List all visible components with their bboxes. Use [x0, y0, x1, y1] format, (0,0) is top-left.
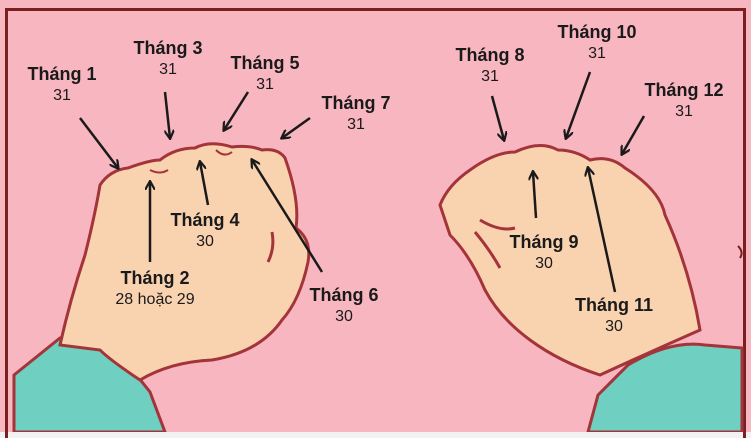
month-name: Tháng 10	[557, 22, 636, 44]
arrow-thang-5	[224, 92, 248, 130]
month-name: Tháng 9	[509, 232, 578, 254]
label-thang-12: Tháng 12 31	[644, 80, 723, 121]
month-days: 31	[557, 44, 636, 63]
arrow-thang-3	[165, 92, 170, 138]
month-days: 31	[644, 102, 723, 121]
left-hand	[60, 144, 309, 380]
arrow-thang-7	[282, 118, 310, 138]
month-name: Tháng 3	[133, 38, 202, 60]
month-days: 31	[133, 60, 202, 79]
label-thang-10: Tháng 10 31	[557, 22, 636, 63]
right-fist	[440, 145, 742, 432]
month-name: Tháng 12	[644, 80, 723, 102]
label-thang-8: Tháng 8 31	[455, 45, 524, 86]
month-days: 31	[455, 67, 524, 86]
month-days: 28 hoặc 29	[115, 290, 194, 309]
label-thang-6: Tháng 6 30	[309, 285, 378, 326]
month-name: Tháng 1	[27, 64, 96, 86]
month-name: Tháng 11	[575, 295, 653, 317]
arrow-thang-10	[566, 72, 590, 138]
label-thang-2: Tháng 2 28 hoặc 29	[115, 268, 194, 309]
label-thang-5: Tháng 5 31	[230, 53, 299, 94]
label-thang-11: Tháng 11 30	[575, 295, 653, 336]
label-thang-9: Tháng 9 30	[509, 232, 578, 273]
label-thang-7: Tháng 7 31	[321, 93, 390, 134]
arrow-thang-8	[492, 96, 504, 140]
month-days: 30	[509, 254, 578, 273]
label-thang-3: Tháng 3 31	[133, 38, 202, 79]
month-name: Tháng 8	[455, 45, 524, 67]
month-name: Tháng 4	[170, 210, 239, 232]
month-name: Tháng 6	[309, 285, 378, 307]
right-edge-mark	[738, 246, 742, 258]
month-days: 30	[309, 307, 378, 326]
month-days: 31	[230, 75, 299, 94]
month-days: 31	[27, 86, 96, 105]
month-days: 30	[170, 232, 239, 251]
month-name: Tháng 5	[230, 53, 299, 75]
label-thang-4: Tháng 4 30	[170, 210, 239, 251]
month-days: 30	[575, 317, 653, 336]
month-name: Tháng 7	[321, 93, 390, 115]
arrow-thang-1	[80, 118, 118, 168]
arrow-thang-12	[622, 116, 644, 154]
label-thang-1: Tháng 1 31	[27, 64, 96, 105]
month-name: Tháng 2	[115, 268, 194, 290]
month-days: 31	[321, 115, 390, 134]
